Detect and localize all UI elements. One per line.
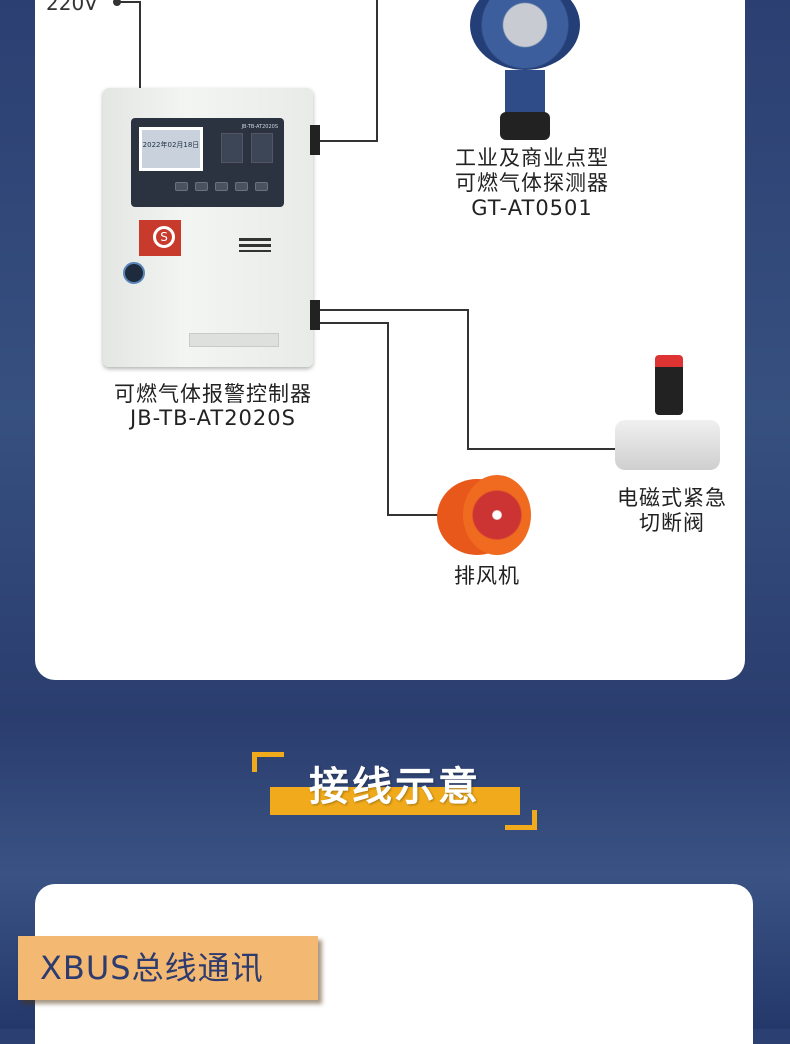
detector-name-line1: 工业及商业点型	[455, 146, 609, 170]
power-label: 220V	[46, 0, 98, 15]
section-heading: 接线示意	[309, 764, 481, 810]
wire	[376, 0, 378, 141]
wire	[139, 1, 141, 89]
indicator-block	[221, 133, 243, 163]
panel-button	[215, 182, 228, 191]
wire	[467, 448, 617, 450]
wire	[320, 140, 378, 142]
detector-model: GT-AT0501	[471, 196, 593, 220]
controller-image: 2022年02月18日 JB-TB-AT2020S S	[103, 88, 313, 367]
wire	[387, 514, 439, 516]
panel-button	[195, 182, 208, 191]
fan-image	[437, 475, 532, 557]
wire	[467, 309, 469, 449]
fan-name: 排风机	[454, 564, 520, 588]
controller-name: 可燃气体报警控制器	[114, 382, 312, 406]
connector	[310, 300, 320, 330]
detector-name-line2: 可燃气体探测器	[455, 171, 609, 195]
screen-date: 2022年02月18日	[142, 130, 200, 168]
panel-button	[255, 182, 268, 191]
power-terminal-dot	[113, 0, 121, 6]
name-plate	[189, 333, 279, 347]
bracket-decoration	[505, 810, 537, 830]
panel-model: JB-TB-AT2020S	[241, 124, 278, 130]
panel-button	[175, 182, 188, 191]
speaker-vent	[239, 238, 271, 252]
wire	[320, 322, 389, 324]
wire	[117, 1, 140, 3]
lcd-screen: 2022年02月18日	[139, 127, 203, 171]
xbus-label: XBUS总线通讯	[18, 936, 318, 1000]
valve-name-line2: 切断阀	[639, 511, 705, 535]
valve-image	[615, 355, 720, 475]
controller-model: JB-TB-AT2020S	[130, 406, 296, 430]
control-panel: 2022年02月18日 JB-TB-AT2020S	[131, 118, 284, 207]
heading-highlight-bar	[270, 787, 520, 815]
connector	[310, 125, 320, 155]
gas-detector-image	[460, 0, 590, 140]
panel-button	[235, 182, 248, 191]
valve-name-line1: 电磁式紧急	[617, 486, 727, 510]
key-switch	[123, 262, 145, 284]
wire	[320, 309, 469, 311]
certification-logo: S	[139, 220, 181, 256]
bracket-decoration	[252, 752, 284, 772]
wire	[387, 322, 389, 516]
indicator-block	[251, 133, 273, 163]
